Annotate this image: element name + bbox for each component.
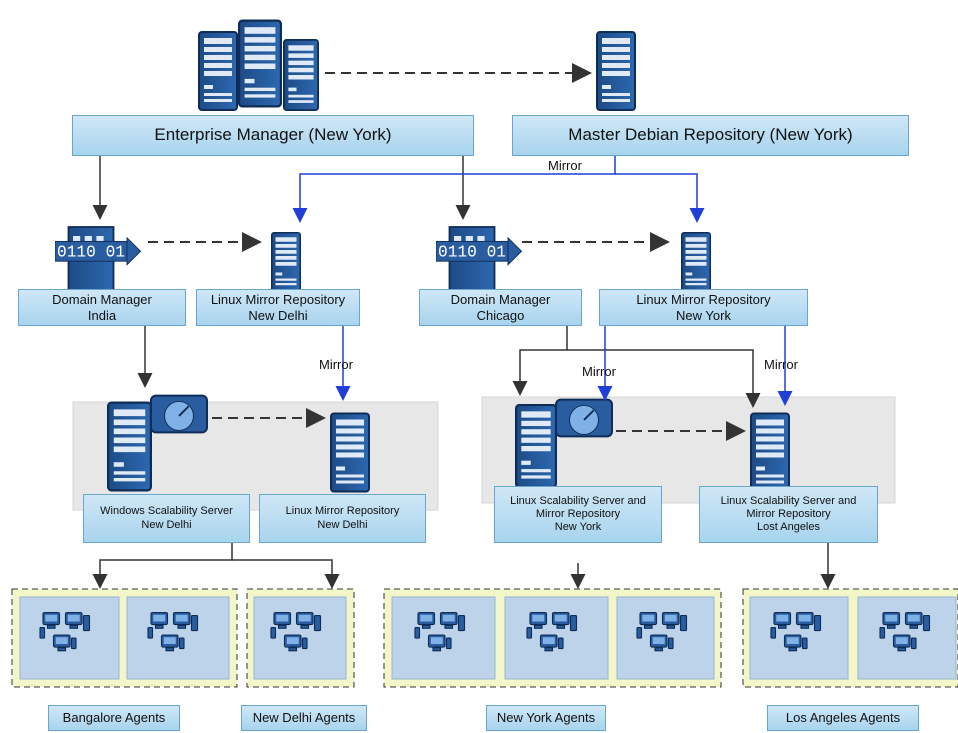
mirror-new-delhi-low-server-icon [330,412,370,493]
em-server-center-icon [238,19,282,108]
lsla-line1: Linux Scalability Server and [720,494,857,507]
dashed-links [148,63,746,441]
mirror-links [292,154,793,406]
dm-india-line1: Domain Manager [52,291,152,307]
mirror-label-ny-left: Mirror [582,364,616,379]
linux-scalability-ny-label: Linux Scalability Server and Mirror Repo… [494,486,662,543]
mny-top-line1: Linux Mirror Repository [636,291,771,307]
lsny-line1: Linux Scalability Server and [510,494,646,507]
em-server-right-icon [283,38,319,112]
master-repo-text: Master Debian Repository (New York) [568,125,853,145]
linux-scalability-la-label: Linux Scalability Server and Mirror Repo… [699,486,878,543]
windows-scalability-server-icon [107,401,152,492]
wss-line2: New Delhi [141,518,192,531]
solid-links [92,154,836,589]
mny-top-line2: New York [676,307,731,323]
master-repo-label: Master Debian Repository (New York) [512,115,909,156]
gauge-icon [150,394,208,434]
mirror-label-top: Mirror [546,158,584,173]
lsny-line2: Mirror Repository [535,507,621,520]
linux-scalability-ny-server-icon [515,403,557,489]
new-delhi-agents-text: New Delhi Agents [252,710,356,726]
lsla-line3: Lost Angeles [757,521,820,534]
lsny-line3: New York [554,521,602,534]
domain-manager-chicago-icon [436,226,523,290]
mirror-new-york-top-label: Linux Mirror Repository New York [599,289,808,326]
enterprise-manager-label: Enterprise Manager (New York) [72,115,474,156]
new-york-agents-label: New York Agents [486,705,606,731]
mirror-new-delhi-top-label: Linux Mirror Repository New Delhi [196,289,360,326]
wss-line1: Windows Scalability Server [100,505,233,518]
domain-manager-india-label: Domain Manager India [18,289,186,326]
master-repo-server-icon [596,30,636,112]
new-york-agents-text: New York Agents [496,710,596,726]
windows-scalability-label: Windows Scalability Server New Delhi [83,494,250,543]
new-delhi-agents-label: New Delhi Agents [241,705,367,731]
bangalore-agents-label: Bangalore Agents [48,705,180,731]
dm-chicago-line2: Chicago [476,307,525,323]
agent-zones [11,588,958,688]
mirror-new-delhi-server-icon [270,232,302,292]
mirror-new-delhi-low-label: Linux Mirror Repository New Delhi [259,494,426,543]
dm-india-line2: India [87,307,117,323]
mirror-label-new-delhi: Mirror [319,357,353,372]
enterprise-manager-text: Enterprise Manager (New York) [154,125,392,145]
dm-chicago-line1: Domain Manager [450,291,551,307]
mnd-top-line2: New Delhi [248,307,308,323]
mnd-low-line2: New Delhi [317,518,368,531]
mirror-label-ny-right: Mirror [764,357,798,372]
los-angeles-agents-text: Los Angeles Agents [785,710,901,726]
gauge-icon-ny [555,398,613,438]
lsla-line2: Mirror Repository [746,507,831,520]
mirror-new-york-server-icon [680,232,712,292]
bangalore-agents-text: Bangalore Agents [62,710,166,726]
los-angeles-agents-label: Los Angeles Agents [767,705,919,731]
em-server-left-icon [198,30,238,112]
mnd-low-line1: Linux Mirror Repository [285,505,400,518]
domain-manager-chicago-label: Domain Manager Chicago [419,289,582,326]
mnd-top-line1: Linux Mirror Repository [210,291,346,307]
domain-manager-india-icon [55,226,142,290]
linux-scalability-la-server-icon [750,412,790,493]
